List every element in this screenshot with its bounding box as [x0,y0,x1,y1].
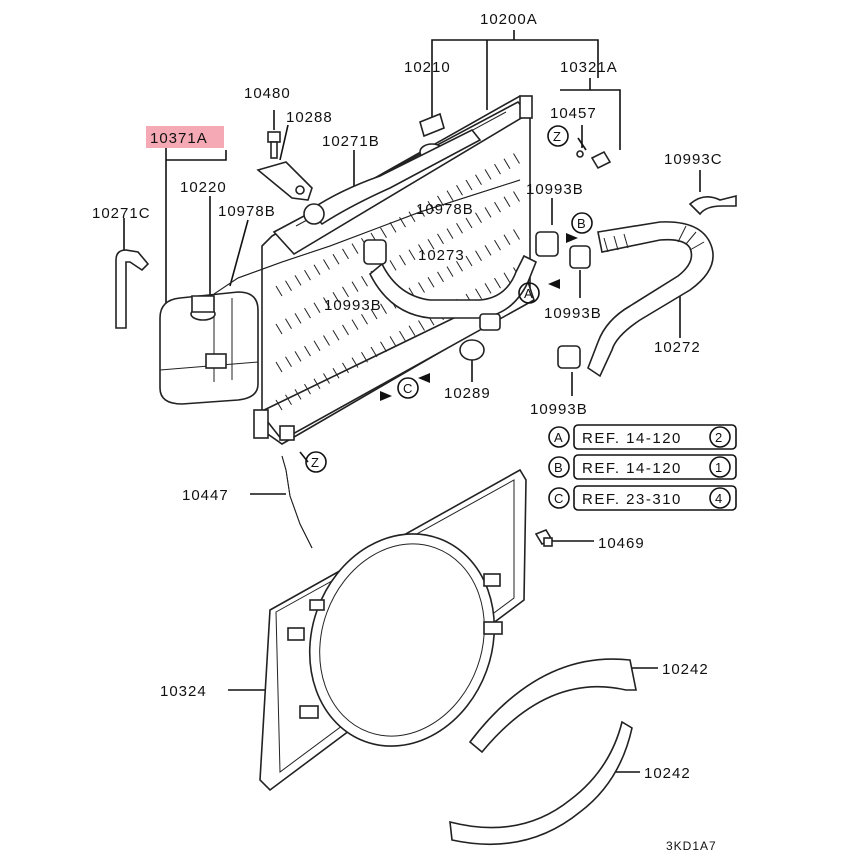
label-10993B-right: 10993B [544,305,602,322]
label-10371A: 10371A [150,130,208,147]
label-10289: 10289 [444,385,491,402]
label-10288: 10288 [286,109,333,126]
ref-marker-c: C [554,491,563,506]
shroud-ring-upper [468,658,637,754]
flow-arrows [380,233,578,401]
bracket-10288 [256,161,313,201]
label-10978B-left: 10978B [218,203,276,220]
ref-number-b: 1 [715,460,722,475]
hose-10271b [308,128,482,226]
label-10324: 10324 [160,683,207,700]
label-10321A: 10321A [560,59,618,76]
highlight-box [146,126,224,148]
reserve-tank [159,291,259,405]
label-10273: 10273 [418,247,465,264]
label-10271C: 10271C [92,205,151,222]
label-10993B-bottom: 10993B [530,401,588,418]
label-10457: 10457 [550,105,597,122]
circle-markers: Z Z B A C [305,125,593,473]
fan-shroud [259,468,527,792]
part-labels: 10200A 10210 10321A 10480 10288 10457 10… [92,11,723,853]
label-10200A: 10200A [480,11,538,28]
label-10480: 10480 [244,85,291,102]
ref-number-a: 2 [715,430,722,445]
radiator [253,94,535,445]
ref-text-c: REF. 23-310 [582,491,682,508]
shroud-ring-lower [449,720,633,846]
ref-number-c: 4 [715,491,722,506]
diagram-code: 3KD1A7 [666,839,717,853]
ref-marker-b: B [554,460,563,475]
marker-b: B [577,216,586,231]
hose-10447 [281,455,313,549]
ref-text-b: REF. 14-120 [582,460,682,477]
label-10978B-mid: 10978B [416,201,474,218]
label-10993B-top: 10993B [526,181,584,198]
hose-10272 [587,221,714,378]
label-10447: 10447 [182,487,229,504]
clamps [363,194,737,369]
label-10272: 10272 [654,339,701,356]
hose-10271c [115,249,150,329]
label-10220: 10220 [180,179,227,196]
reference-table: A REF. 14-120 2B REF. 14-120 1C REF. 23-310 4 [548,424,737,511]
label-10242-top: 10242 [662,661,709,678]
marker-z-top: Z [553,129,561,144]
label-10469: 10469 [598,535,645,552]
marker-a: A [524,286,533,301]
marker-c: C [403,381,412,396]
label-10271B: 10271B [322,133,380,150]
label-10210: 10210 [404,59,451,76]
hose-10273 [369,254,538,319]
marker-z-bottom: Z [311,455,319,470]
ref-marker-a: A [554,430,563,445]
label-10993C: 10993C [664,151,723,168]
label-10242-bottom: 10242 [644,765,691,782]
label-10993B-left: 10993B [324,297,382,314]
ref-text-a: REF. 14-120 [582,430,682,447]
